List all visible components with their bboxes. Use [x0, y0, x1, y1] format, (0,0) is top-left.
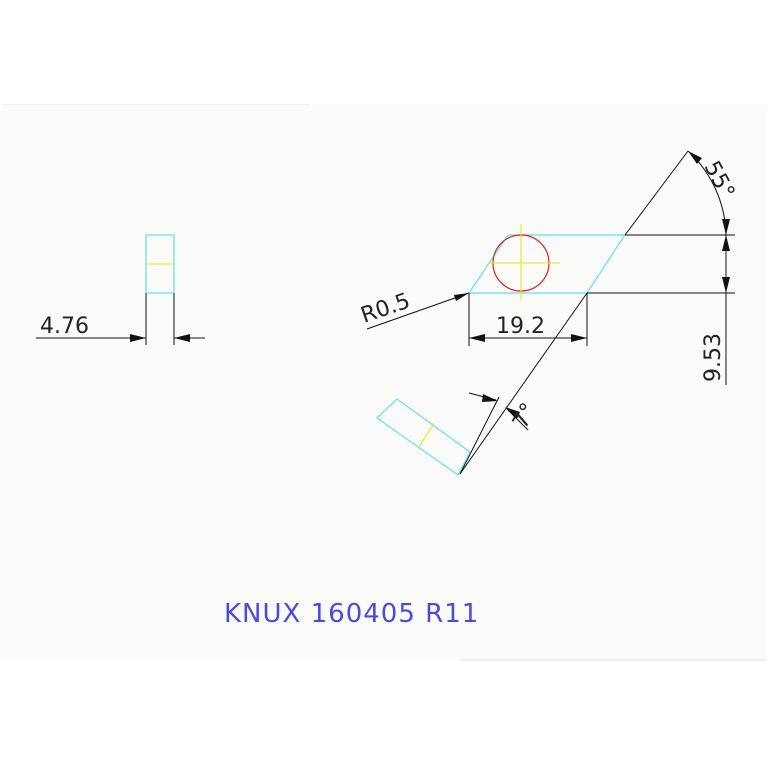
radius-leader — [366, 292, 470, 330]
drawing-title: KNUX 160405 R11 — [224, 599, 479, 629]
clearance-arrow-right — [505, 407, 520, 419]
height-arrow-bottom — [722, 277, 730, 293]
angle-arrow-bottom — [722, 219, 730, 235]
angle-extension — [624, 150, 689, 236]
height-arrow-top — [722, 235, 730, 251]
length-arrow-right — [571, 334, 587, 342]
height-label: 9.53 — [701, 333, 726, 382]
clearance-arrow-left — [482, 394, 498, 402]
sheet-panel-main — [0, 105, 767, 660]
clearance-line-long — [459, 292, 588, 475]
side-view: 4.76 — [36, 234, 205, 345]
angle-arrow-top — [688, 151, 702, 164]
length-label: 19.2 — [496, 314, 545, 339]
arrow-left — [174, 334, 190, 342]
insert-section-centerline — [418, 422, 435, 448]
length-arrow-left — [469, 334, 485, 342]
radius-arrow — [454, 293, 469, 301]
insert-section — [376, 398, 471, 476]
thickness-label: 4.76 — [40, 314, 89, 339]
clearance-line-short — [459, 396, 500, 475]
arrow-right — [130, 334, 146, 342]
